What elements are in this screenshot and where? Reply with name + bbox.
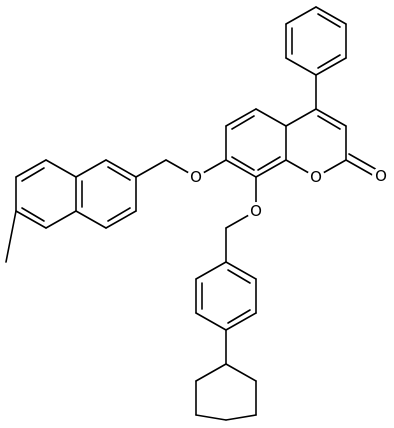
bond [15, 159, 47, 178]
bond [15, 210, 47, 229]
double-bond-inner [317, 115, 341, 130]
bond [315, 108, 347, 127]
double-bond-inner [257, 156, 281, 171]
double-bond-inner [107, 166, 131, 181]
atom-O-ether-8: O [247, 202, 265, 220]
bond [255, 108, 287, 127]
bond [315, 6, 347, 25]
atom-O-ether-7: O [187, 168, 205, 186]
double-bond-inner [107, 207, 131, 222]
atom-label: O [375, 167, 387, 185]
atom-label-layer: O O O O [187, 167, 390, 220]
double-bond-outer [348, 153, 380, 172]
atom-label: O [250, 202, 262, 220]
double-bond-inner [21, 207, 45, 222]
atom-O-carbonyl: O [372, 167, 390, 185]
bond [45, 159, 77, 178]
bond [105, 159, 137, 178]
double-bond-inner [231, 115, 255, 130]
bond [225, 108, 257, 127]
bond [225, 312, 257, 331]
atom-O-ring: O [307, 168, 325, 186]
double-bond-inner [21, 167, 45, 182]
bond [195, 363, 227, 382]
bond [255, 159, 287, 178]
atom-label: O [310, 168, 322, 186]
double-bond-inner [317, 13, 341, 28]
bond [195, 261, 227, 280]
bond [315, 57, 347, 76]
bond [345, 159, 377, 178]
bond [75, 210, 107, 229]
bond [285, 108, 317, 127]
double-bond-inner [317, 54, 341, 69]
bond [5, 210, 17, 263]
bond [195, 312, 227, 331]
double-bond-inner [227, 269, 251, 284]
bond-layer [5, 6, 380, 421]
double-bond-inner [227, 309, 251, 324]
bond [195, 414, 227, 421]
bond [75, 159, 107, 178]
bond [225, 414, 257, 421]
bond [225, 159, 257, 178]
bond [285, 6, 317, 25]
bond [225, 363, 257, 382]
atom-label: O [190, 168, 202, 186]
double-bond-inner [231, 156, 255, 171]
bond [285, 57, 317, 76]
bond [45, 210, 77, 229]
bond [135, 159, 167, 178]
bond [225, 261, 257, 280]
bond [105, 210, 137, 229]
